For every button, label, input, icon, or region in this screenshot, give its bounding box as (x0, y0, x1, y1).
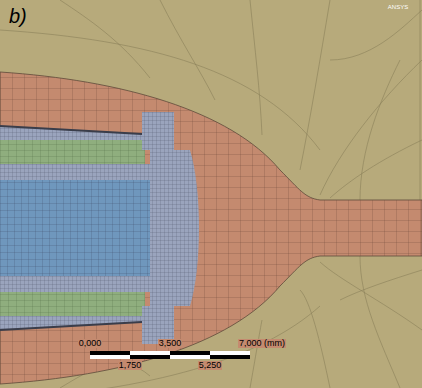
scale-value: 1,750 (118, 361, 143, 370)
scale-value: 7,000 (mm) (238, 339, 286, 348)
panel-letter: b) (8, 6, 28, 27)
scale-value: 0,000 (78, 339, 103, 348)
scale-bar (90, 351, 250, 359)
scale-value: 5,250 (198, 361, 223, 370)
scale-value: 3,500 (158, 339, 183, 348)
watermark: ANSYS (387, 4, 409, 10)
